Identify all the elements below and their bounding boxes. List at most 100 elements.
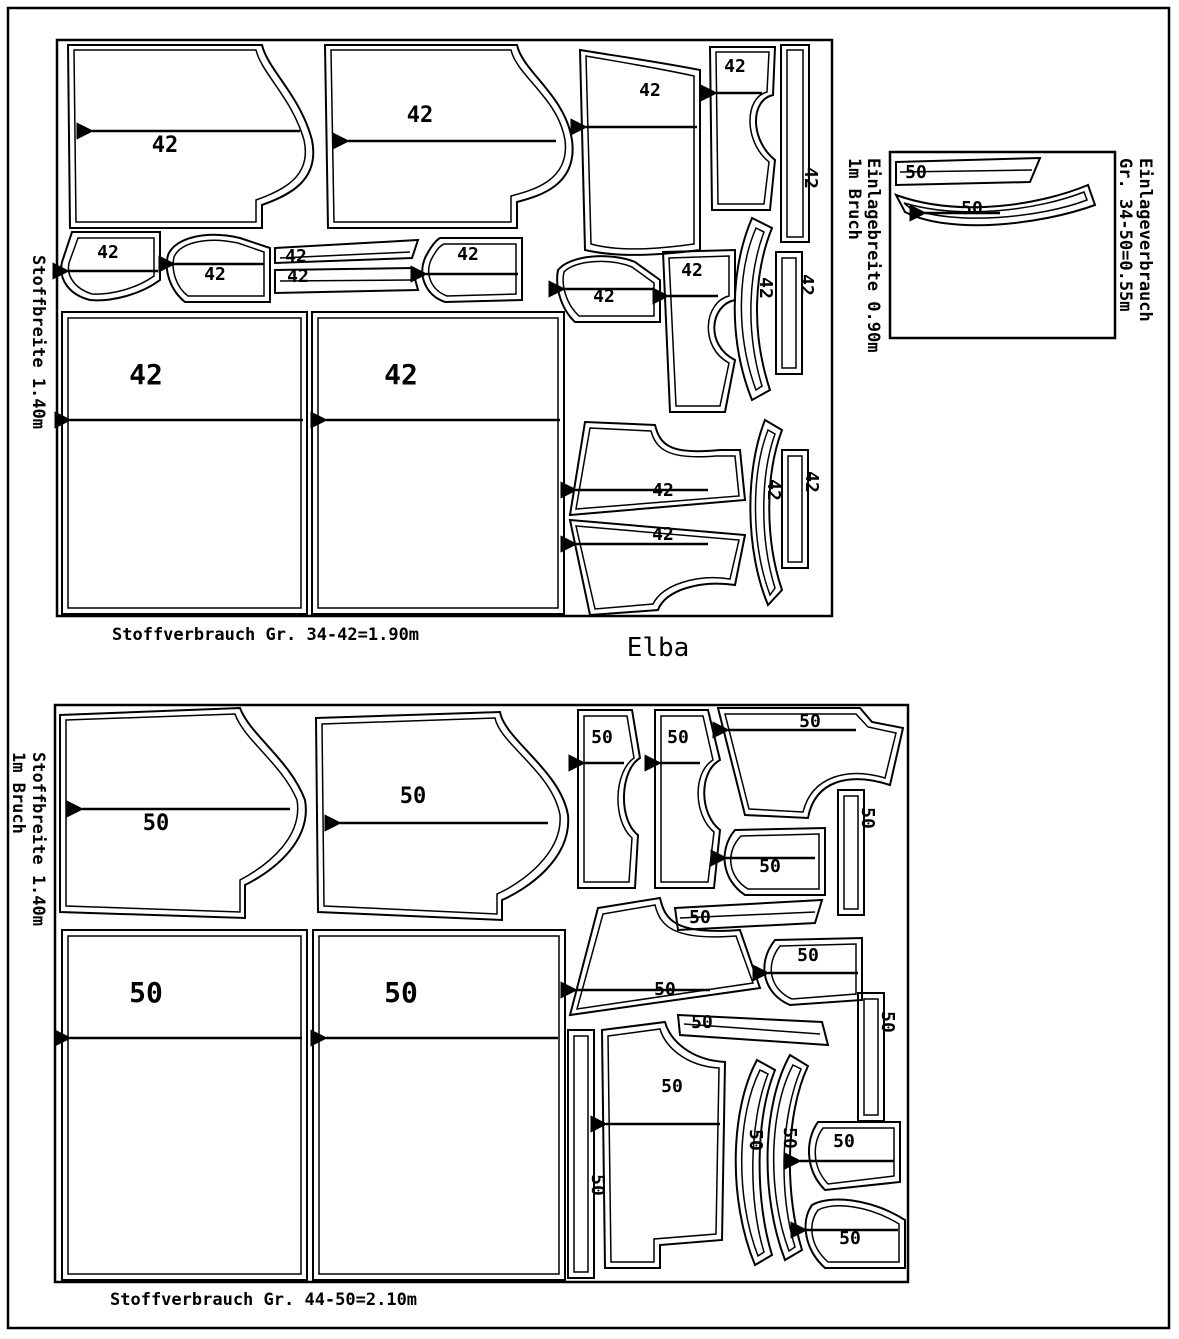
piece-label: 42 [285,246,307,267]
piece-label: 42 [384,358,418,391]
piece-label: 42 [457,244,479,265]
pattern-piece-back: 50 [314,710,570,922]
pattern-piece-rect-right: 50 [310,929,566,1281]
pattern-piece-front-lower: 50 [590,1020,727,1269]
piece-label: 50 [877,1011,898,1033]
interfacing-width-line1: Einlagebreite 0.90m [863,158,883,352]
piece-label: 42 [763,479,784,501]
piece-label: 50 [857,807,878,829]
pattern-piece-front-lower: 42 [652,248,737,413]
piece-label: 50 [587,1174,608,1196]
pattern-piece-strip-3: 42 [781,449,822,569]
piece-label: 42 [129,358,163,391]
pattern-piece-belt: 50 [673,898,824,932]
pattern-piece-strip-vertical: 50 [567,1029,608,1279]
pattern-piece-front: 50 [59,706,307,920]
pattern-piece-pocket: 42 [410,237,523,304]
pattern-piece-sleeve-upper: 50 [560,896,762,1017]
piece-label: 50 [384,976,418,1009]
pattern-piece-collar-mid: 42 [158,233,271,303]
pattern-piece-collar-2: 50 [784,1121,901,1192]
pattern-piece-yoke-top: 50 [712,707,905,820]
marker-top: 42 42 42 42 42 [28,38,834,645]
marker-bottom-frame [53,703,910,1284]
piece-label: 42 [639,80,661,101]
width-label-bottom-line1: Stoffbreite 1.40m [28,752,48,926]
piece-label: 50 [143,811,170,836]
piece-label: 42 [97,242,119,263]
interfacing-width-line2: 1m Bruch [844,158,864,240]
piece-label: 42 [152,133,179,158]
piece-label: 42 [204,264,226,285]
piece-label: 50 [667,727,689,748]
piece-label: 42 [755,277,776,299]
interfacing-consumption-line1: Einlageverbrauch [1135,158,1155,322]
pattern-piece-sleeve-upper: 42 [560,420,747,517]
piece-label: 50 [961,198,983,219]
pattern-piece-rect-left: 50 [54,929,308,1281]
piece-label: 50 [839,1228,861,1249]
pattern-piece-belt: 42 42 [274,238,420,295]
pattern-piece-pocket: 50 [752,936,863,1007]
piece-label: 42 [593,286,615,307]
pattern-title: Elba [627,633,690,663]
width-label-bottom-line2: 1m Bruch [8,752,28,834]
pattern-piece-front: 42 [66,44,315,229]
marker-interfacing-frame [888,150,1117,340]
pattern-piece-rect-right: 42 [310,311,565,615]
piece-label: 50 [129,976,163,1009]
consumption-label-top: Stoffverbrauch Gr. 34-42=1.90m [112,625,419,645]
marker-bottom: 50 50 50 50 50 50 [8,703,910,1310]
pattern-piece-collar-3: 50 [790,1198,906,1269]
piece-label: 42 [287,266,309,287]
pattern-piece-rect-left: 42 [54,311,308,615]
pattern-piece-curved-facing: 42 [733,216,776,402]
pattern-piece-curved-facing-2: 50 [766,1053,810,1262]
piece-label: 42 [681,260,703,281]
piece-label: 50 [797,945,819,966]
pattern-piece-facing-strip: 42 [780,44,821,243]
pattern-piece-collar-left: 42 [52,231,161,302]
piece-label: 50 [661,1076,683,1097]
pattern-piece-collar: 50 [710,826,826,896]
consumption-label-bottom: Stoffverbrauch Gr. 44-50=2.10m [110,1290,417,1310]
pattern-piece-side-back: 42 [700,46,777,211]
interfacing-consumption-line2: Gr. 34-50=0.55m [1115,158,1135,312]
pattern-piece-back: 42 [323,44,574,229]
piece-label: 50 [745,1129,766,1151]
pattern-piece-strip-2: 42 [775,251,817,375]
pattern-piece-sleeve-under: 42 [560,518,747,617]
pattern-piece-strip-right: 50 [837,789,878,916]
piece-label: 50 [759,856,781,877]
pattern-piece-side-front: 50 [568,709,642,889]
pattern-piece-interfacing-strip: 50 [895,156,1042,187]
piece-label: 42 [796,274,817,296]
piece-label: 42 [724,56,746,77]
piece-label: 50 [905,162,927,183]
pattern-piece-strip-right-2: 50 [857,992,898,1122]
piece-label: 50 [799,711,821,732]
pattern-piece-interfacing-curve: 50 [893,183,1097,227]
marker-top-frame [55,38,834,618]
pattern-piece-belt-2: 50 [676,1012,830,1047]
piece-label: 50 [591,727,613,748]
piece-label: 42 [652,480,674,501]
piece-label: 50 [654,979,676,1000]
width-label-top: Stoffbreite 1.40m [28,255,48,429]
piece-label: 50 [779,1127,800,1149]
piece-label: 50 [833,1131,855,1152]
piece-label: 50 [400,784,427,809]
piece-label: 42 [652,524,674,545]
piece-label: 42 [407,103,434,128]
piece-label: 42 [800,167,821,189]
piece-label: 50 [691,1012,713,1033]
pattern-piece-yoke: 42 [548,255,661,323]
marker-interfacing: 50 50 Einlageverbrauch Gr. 34-50=0.55m E… [844,150,1155,352]
pattern-piece-curved-facing: 50 [734,1058,777,1267]
page-border [6,6,1171,1330]
pattern-piece-side-front: 42 [570,48,701,256]
piece-label: 42 [801,471,822,493]
pattern-piece-curved-facing-2: 42 [749,418,784,607]
pattern-piece-side-back: 50 [644,709,722,889]
